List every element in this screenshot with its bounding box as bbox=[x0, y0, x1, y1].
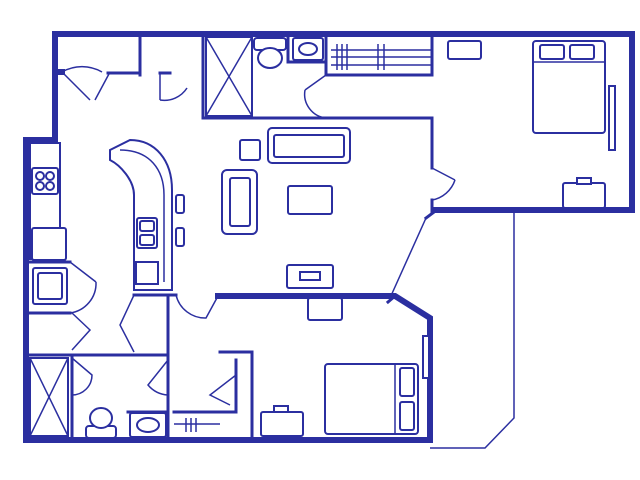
bar-stool bbox=[175, 227, 185, 247]
closet2-door bbox=[208, 374, 237, 406]
bedroom-2 bbox=[174, 335, 430, 437]
dresser bbox=[562, 182, 606, 209]
laundry bbox=[32, 267, 68, 305]
bathroom-2 bbox=[29, 357, 167, 439]
window bbox=[608, 85, 616, 151]
refrigerator bbox=[31, 227, 67, 261]
bar-stool bbox=[175, 194, 185, 214]
bath2-door-2 bbox=[147, 359, 169, 396]
dresser-2 bbox=[260, 411, 304, 437]
interior-walls bbox=[24, 32, 437, 442]
dishwasher bbox=[135, 261, 159, 285]
coffee-table bbox=[287, 185, 333, 215]
exterior-walls bbox=[23, 31, 635, 443]
bathroom-1 bbox=[205, 36, 324, 117]
kitchen-island bbox=[109, 138, 173, 291]
stove bbox=[31, 167, 59, 195]
desk bbox=[307, 297, 343, 321]
entry-door bbox=[61, 65, 103, 101]
entry-door-2 bbox=[94, 71, 111, 101]
patio bbox=[430, 212, 515, 449]
king-bed bbox=[532, 40, 606, 134]
bedroom1-door bbox=[431, 167, 456, 201]
end-table bbox=[239, 139, 261, 161]
toilet-2 bbox=[89, 407, 113, 429]
bath2-door bbox=[175, 294, 219, 319]
doors bbox=[61, 65, 456, 406]
closet-door bbox=[159, 73, 188, 102]
window-2 bbox=[422, 335, 430, 379]
laundry-door bbox=[69, 261, 97, 314]
nightstand bbox=[447, 40, 482, 60]
kitchen bbox=[29, 138, 185, 291]
bedroom-1 bbox=[331, 40, 616, 209]
bath3-door bbox=[71, 357, 93, 396]
living-room bbox=[221, 127, 351, 321]
hall-door-1 bbox=[71, 312, 92, 351]
bedroom2-door bbox=[389, 217, 427, 299]
bath-door-1 bbox=[303, 74, 327, 119]
toilet bbox=[257, 47, 283, 69]
hall-door-2 bbox=[119, 294, 135, 353]
